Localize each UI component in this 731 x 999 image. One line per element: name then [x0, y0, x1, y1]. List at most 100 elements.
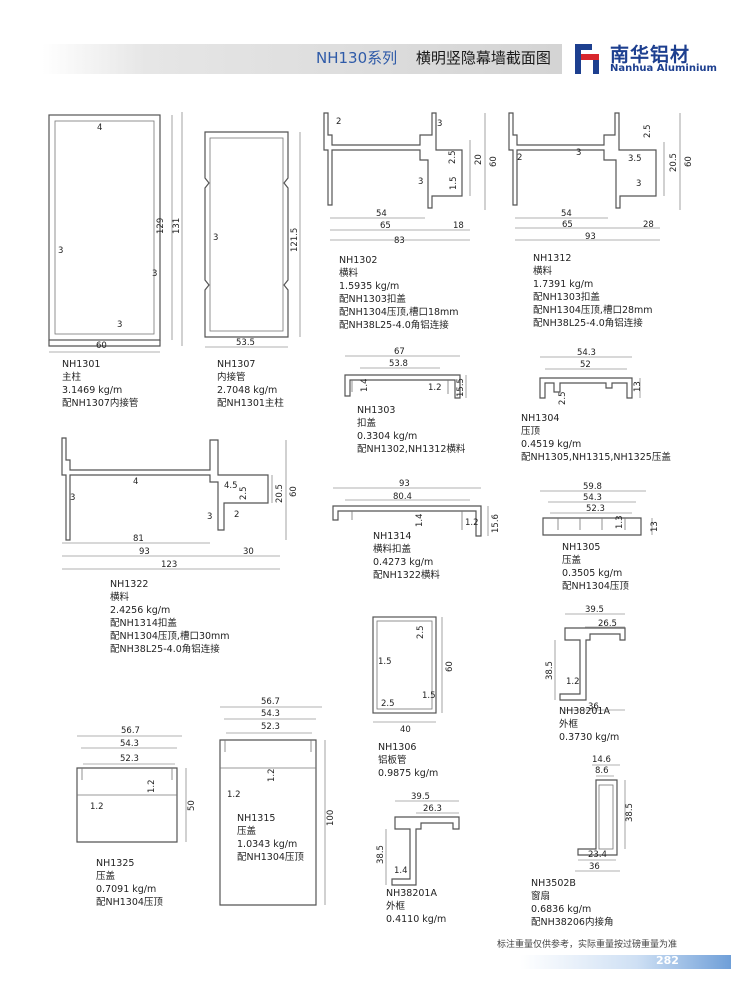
- nh1303-code: NH1303: [357, 405, 396, 416]
- nh1305-weight: 0.3505 kg/m: [562, 568, 623, 579]
- nh1301-dim-6: 131: [172, 218, 182, 234]
- nh1303-dim-4: 15.5: [456, 378, 466, 397]
- nh1325-dim-5: 50: [187, 800, 197, 811]
- nh1315-dim-1: 54.3: [261, 709, 280, 719]
- nh1315-dim-3: 1.2: [267, 768, 277, 782]
- nh38201a-top-dim-0: 39.5: [585, 605, 604, 615]
- nh1306-dim-2: 60: [445, 661, 455, 672]
- nh1305-dim-3: 1.3: [615, 515, 625, 529]
- nh1306-dim-3: 1.5: [422, 691, 436, 701]
- nh1302-dim-6: 60: [489, 156, 499, 167]
- nh1301-dim-4: 60: [96, 341, 107, 351]
- nh38201a-top-name: 外框: [559, 719, 579, 730]
- nh1322-drawing: 3 4 4.5 2.5 20.5 60 3 2 81 93 30 123: [61, 437, 299, 570]
- nh1306-dim-4: 2.5: [381, 699, 395, 709]
- nh1305-code: NH1305: [562, 542, 601, 553]
- nh1302-caption: NH1302 横料 1.5935 kg/m 配NH1303扣盖 配NH1304压…: [339, 254, 459, 332]
- nh1314-drawing: 93 80.4 1.4 1.2 15.6: [332, 479, 501, 537]
- nh1314-code: NH1314: [373, 531, 412, 542]
- nh1322-dim-1: 4: [133, 477, 138, 487]
- nh1325-drawing: 56.7 54.3 52.3 1.2 1.2 50: [76, 726, 197, 843]
- nh3502b-caption: NH3502B 窗扇 0.6836 kg/m 配NH38206内接角: [531, 877, 613, 929]
- nh1312-note3: 配NH38L25-4.0角铝连接: [533, 318, 643, 329]
- logo-chinese: 南华铝材: [610, 44, 691, 66]
- nh1304-dim-0: 54.3: [577, 348, 596, 358]
- nh1312-dim-9: 28: [643, 220, 654, 230]
- nh3502b-weight: 0.6836 kg/m: [531, 904, 592, 915]
- nh1322-caption: NH1322 横料 2.4256 kg/m 配NH1314扣盖 配NH1304压…: [110, 578, 230, 656]
- nh1303-dim-2: 1.4: [360, 378, 370, 392]
- nh38201a-top-drawing: 39.5 26.5 38.5 1.2 36: [545, 605, 626, 712]
- nh1306-dim-0: 2.5: [416, 625, 426, 639]
- nh1307-dim-2: 121.5: [290, 228, 300, 252]
- weight-disclaimer: 标注重量仅供参考，实际重量按过磅重量为准: [497, 940, 678, 950]
- nh1312-name: 横料: [533, 266, 553, 277]
- nh1322-dim-3: 2.5: [239, 486, 249, 500]
- nh1307-code: NH1307: [217, 359, 256, 370]
- nh1325-dim-1: 54.3: [120, 739, 139, 749]
- page-title: NH130系列 横明竖隐幕墙截面图: [316, 47, 551, 68]
- nh1303-note: 配NH1302,NH1312横料: [357, 444, 466, 455]
- nh1322-dim-11: 123: [161, 560, 177, 570]
- title-label: 横明竖隐幕墙截面图: [415, 49, 551, 67]
- nh1304-note: 配NH1305,NH1315,NH1325压盖: [521, 452, 671, 463]
- nh1302-dim-5: 20: [474, 154, 484, 165]
- nh3502b-drawing: 14.6 8.6 38.5 23.4 36: [575, 755, 635, 872]
- nh1304-drawing: 54.3 52 2.5 13: [539, 348, 643, 405]
- nh3502b-note: 配NH38206内接角: [531, 917, 614, 928]
- nh1305-caption: NH1305 压盖 0.3505 kg/m 配NH1304压顶: [562, 541, 629, 593]
- nh1307-weight: 2.7048 kg/m: [217, 385, 278, 396]
- nh38201a-bottom-dim-3: 1.4: [394, 866, 408, 876]
- nh1305-dim-1: 54.3: [583, 493, 602, 503]
- nh1302-name: 横料: [339, 268, 359, 279]
- nh1322-note3: 配NH38L25-4.0角铝连接: [110, 644, 220, 655]
- nh1315-drawing: 56.7 54.3 52.3 1.2 1.2 100: [219, 697, 336, 906]
- series-label: NH130系列: [316, 49, 398, 67]
- nh1303-dim-0: 67: [394, 347, 405, 357]
- nh1301-dim-2: 3: [152, 269, 157, 279]
- nh1306-caption: NH1306 铝板管 0.9875 kg/m: [378, 741, 438, 780]
- nh1322-dim-4: 20.5: [275, 484, 285, 503]
- nh1322-name: 横料: [110, 592, 130, 603]
- nh38201a-top-code: NH38201A: [559, 706, 610, 717]
- nh38201a-top-dim-4: 36: [588, 702, 599, 712]
- nh1315-dim-4: 1.2: [227, 790, 241, 800]
- nh1312-weight: 1.7391 kg/m: [533, 279, 594, 290]
- nh1314-dim-1: 80.4: [393, 492, 412, 502]
- logo-mark-icon: [575, 44, 599, 74]
- nh1307-name: 内接管: [217, 372, 246, 383]
- nh1301-dim-1: 3: [58, 246, 63, 256]
- header-band: [42, 44, 562, 74]
- nh38201a-bottom-weight: 0.4110 kg/m: [386, 914, 447, 925]
- nh1325-weight: 0.7091 kg/m: [96, 884, 157, 895]
- nh1301-drawing: 4 3 3 3 60 129 131: [48, 112, 183, 353]
- nh1315-dim-2: 52.3: [261, 722, 280, 732]
- nh3502b-dim-0: 14.6: [592, 755, 611, 765]
- nh1302-dim-8: 65: [380, 221, 391, 231]
- brand-logo: 南华铝材 Nanhua Aluminium: [572, 40, 722, 80]
- nh1312-note2: 配NH1304压顶,槽口28mm: [533, 305, 653, 316]
- nh1325-dim-3: 1.2: [147, 779, 157, 793]
- nh1304-dim-2: 2.5: [558, 391, 568, 405]
- nh1312-caption: NH1312 横料 1.7391 kg/m 配NH1303扣盖 配NH1304压…: [533, 252, 653, 330]
- nh1322-dim-0: 3: [70, 493, 75, 503]
- nh1304-weight: 0.4519 kg/m: [521, 439, 582, 450]
- nh38201a-top-dim-3: 1.2: [566, 677, 580, 687]
- nh38201a-top-dim-1: 26.5: [598, 619, 617, 629]
- nh1325-code: NH1325: [96, 858, 135, 869]
- nh1314-dim-3: 1.2: [465, 518, 479, 528]
- nh1314-caption: NH1314 横料扣盖 0.4273 kg/m 配NH1322横料: [373, 530, 440, 582]
- nh1312-dim-6: 60: [684, 156, 694, 167]
- nh1304-code: NH1304: [521, 413, 560, 424]
- nh1314-name: 横料扣盖: [373, 544, 412, 555]
- nh1307-drawing: 3 53.5 121.5: [204, 131, 301, 348]
- nh1302-dim-4: 3: [437, 119, 442, 129]
- nh1304-dim-1: 52: [580, 360, 591, 370]
- nh1325-dim-0: 56.7: [121, 726, 140, 736]
- nh1307-caption: NH1307 内接管 2.7048 kg/m 配NH1301主柱: [217, 358, 284, 410]
- nh1301-weight: 3.1469 kg/m: [62, 385, 123, 396]
- page-number: 282: [656, 954, 679, 967]
- nh1307-note: 配NH1301主柱: [217, 398, 284, 409]
- nh1322-weight: 2.4256 kg/m: [110, 605, 171, 616]
